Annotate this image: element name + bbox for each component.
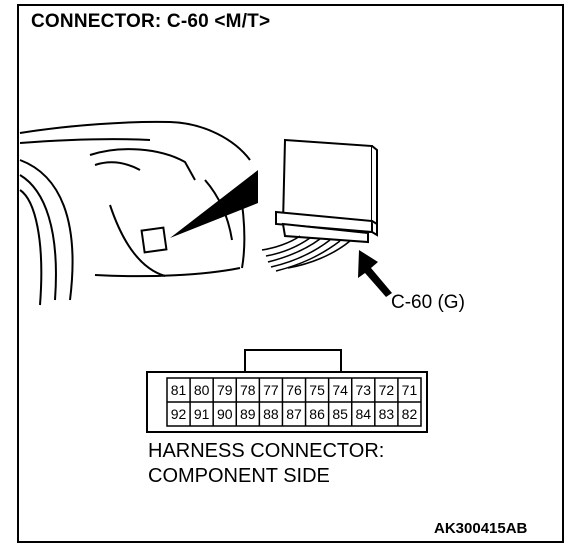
pin-number: 74	[332, 382, 348, 398]
pin-number: 87	[286, 406, 302, 422]
location-pointer	[170, 170, 258, 238]
pin-number: 79	[217, 382, 233, 398]
connector-caption: HARNESS CONNECTOR: COMPONENT SIDE	[148, 439, 384, 489]
pin-number: 71	[402, 382, 418, 398]
pin-number: 82	[402, 406, 418, 422]
pin-number: 85	[332, 406, 348, 422]
caption-line-2: COMPONENT SIDE	[148, 465, 330, 487]
pin-number: 75	[309, 382, 325, 398]
pin-number: 90	[217, 406, 233, 422]
pin-number: 73	[355, 382, 371, 398]
figure-code: AK300415AB	[434, 520, 528, 537]
connector-arrow	[358, 250, 392, 297]
pin-number: 80	[194, 382, 210, 398]
ecu-location-box	[140, 226, 168, 254]
pin-number: 88	[263, 406, 279, 422]
pin-number: 72	[379, 382, 395, 398]
harness-wires	[261, 235, 351, 272]
pin-number: 77	[263, 382, 279, 398]
pin-number: 89	[240, 406, 256, 422]
ecu-module	[275, 138, 378, 244]
pin-number: 84	[355, 406, 371, 422]
connector-callout-label: C-60 (G)	[391, 292, 465, 313]
diagram-frame	[17, 4, 564, 543]
diagram-title: CONNECTOR: C-60 <M/T>	[31, 11, 271, 32]
pin-number: 83	[379, 406, 395, 422]
pin-number: 76	[286, 382, 302, 398]
connector-face: 81 80 79 78 77 76 75 74 73 72 71 92 91 90 89 88 87 86 85 84…	[146, 349, 428, 433]
pin-number: 81	[171, 382, 187, 398]
caption-line-1: HARNESS CONNECTOR:	[148, 440, 385, 462]
pin-number: 91	[194, 406, 210, 422]
pin-number: 86	[309, 406, 325, 422]
pin-number: 78	[240, 382, 256, 398]
pin-number: 92	[171, 406, 187, 422]
connector-latch	[244, 349, 342, 374]
